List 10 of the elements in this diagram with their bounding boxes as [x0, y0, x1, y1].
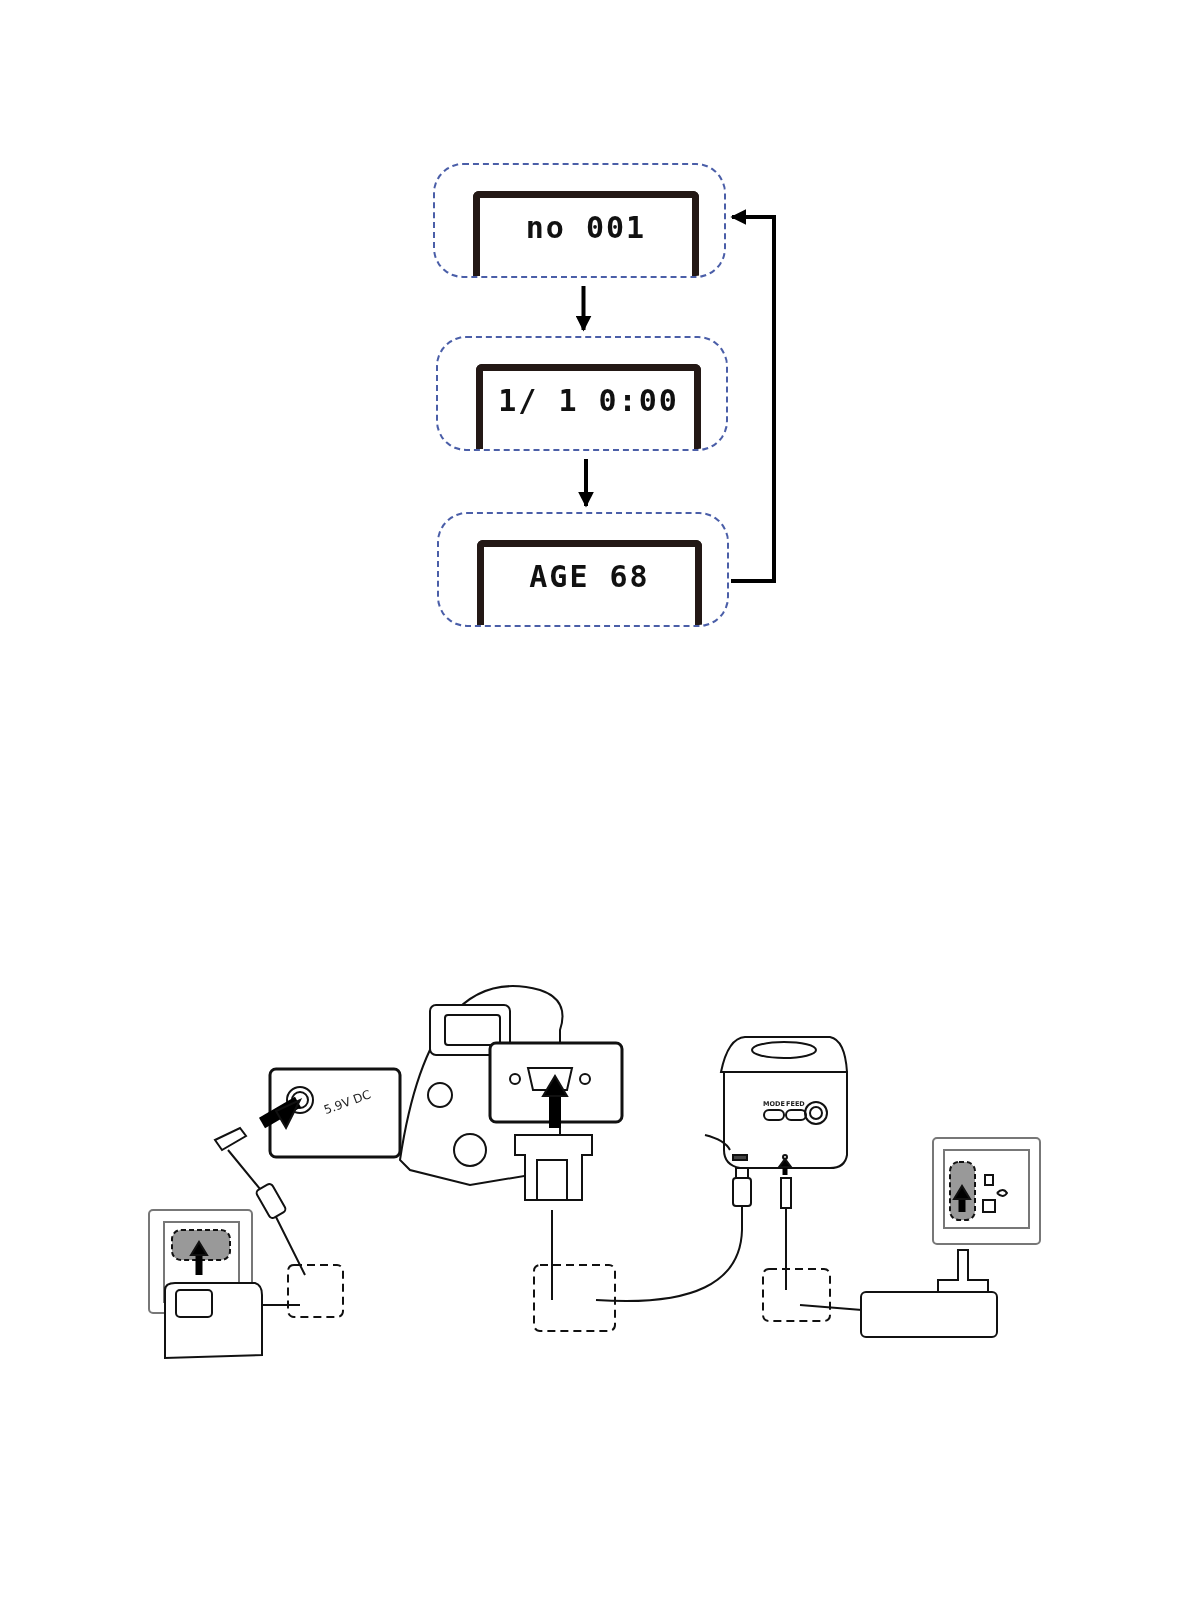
- dashed-frame: [436, 336, 728, 451]
- lcd-readout: 1/ 1 0:00: [497, 383, 680, 418]
- arrow: [578, 459, 594, 508]
- dashed-frame: [437, 512, 729, 627]
- lcd-readout: AGE 68: [528, 559, 651, 594]
- arrow: [575, 286, 592, 332]
- voltage-label: 5.9V DC: [322, 1087, 373, 1118]
- arrow: [730, 209, 776, 583]
- lcd-readout: no 001: [524, 210, 648, 245]
- dashed-frame: [433, 163, 726, 278]
